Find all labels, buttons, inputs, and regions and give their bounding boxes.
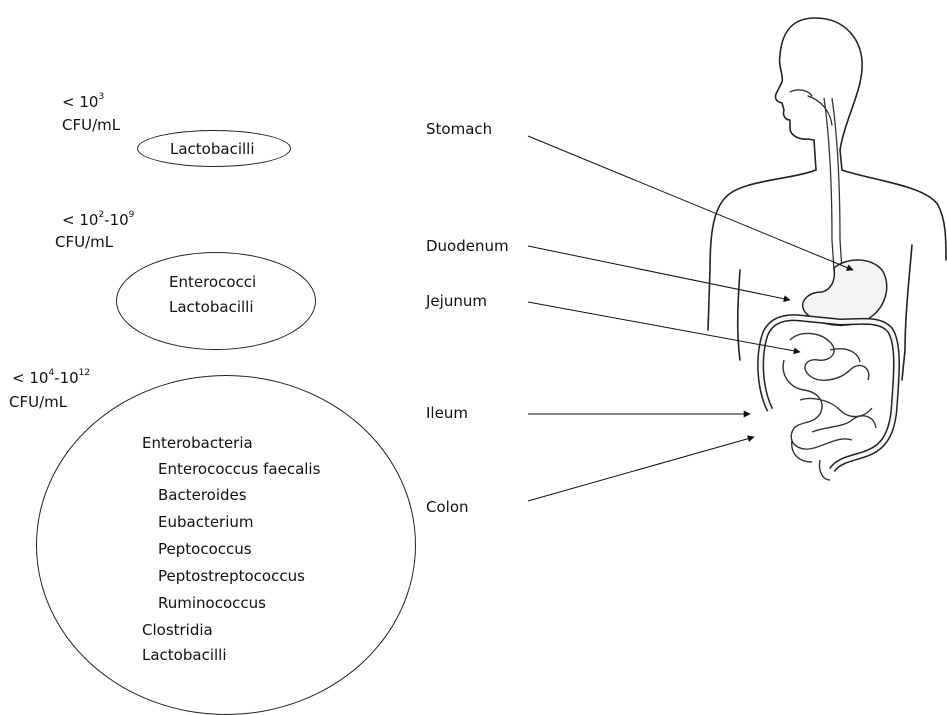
organ-label-stomach: Stomach — [426, 120, 493, 138]
organ-label-duodenum: Duodenum — [426, 237, 509, 255]
bacteria-item: Bacteroides — [158, 486, 247, 504]
stomach-shape — [801, 259, 888, 327]
bacteria-item: Ruminococcus — [158, 594, 266, 612]
bacteria-ellipse-small-intestine — [116, 252, 316, 350]
unit-label-stomach: CFU/mL — [62, 116, 121, 134]
pointer-stomach — [527, 135, 854, 271]
bacteria-item: Clostridia — [142, 621, 213, 639]
bacteria-item: Lactobacilli — [169, 298, 254, 316]
concentration-label-small-intestine: < 102-109 — [62, 210, 135, 230]
body-outline — [707, 17, 947, 381]
concentration-label-colon: < 104-1012 — [12, 368, 91, 388]
unit-label-small-intestine: CFU/mL — [55, 233, 114, 251]
organ-label-colon: Colon — [426, 498, 469, 516]
pointer-duodenum — [527, 245, 791, 303]
bacteria-item: Enterobacteria — [142, 434, 253, 452]
organ-label-ileum: Ileum — [426, 404, 468, 422]
pointer-jejunum — [527, 301, 801, 355]
organ-pointers — [527, 135, 854, 502]
bacteria-item: Lactobacilli — [142, 646, 227, 664]
bacteria-item: Peptostreptococcus — [158, 567, 305, 585]
bacteria-item: Lactobacilli — [170, 140, 255, 158]
concentration-label-stomach: < 103 — [62, 92, 105, 112]
small-intestine-shape — [782, 332, 877, 481]
bacteria-item: Eubacterium — [158, 513, 254, 531]
bacteria-ellipse-stomach — [137, 130, 291, 167]
pointer-colon — [527, 435, 755, 502]
organ-label-jejunum: Jejunum — [426, 292, 487, 310]
esophagus — [823, 97, 843, 271]
bacteria-item: Enterococci — [169, 273, 257, 291]
bacteria-item: Enterococcus faecalis — [158, 460, 321, 478]
unit-label-colon: CFU/mL — [9, 393, 68, 411]
bacteria-item: Peptococcus — [158, 540, 252, 558]
